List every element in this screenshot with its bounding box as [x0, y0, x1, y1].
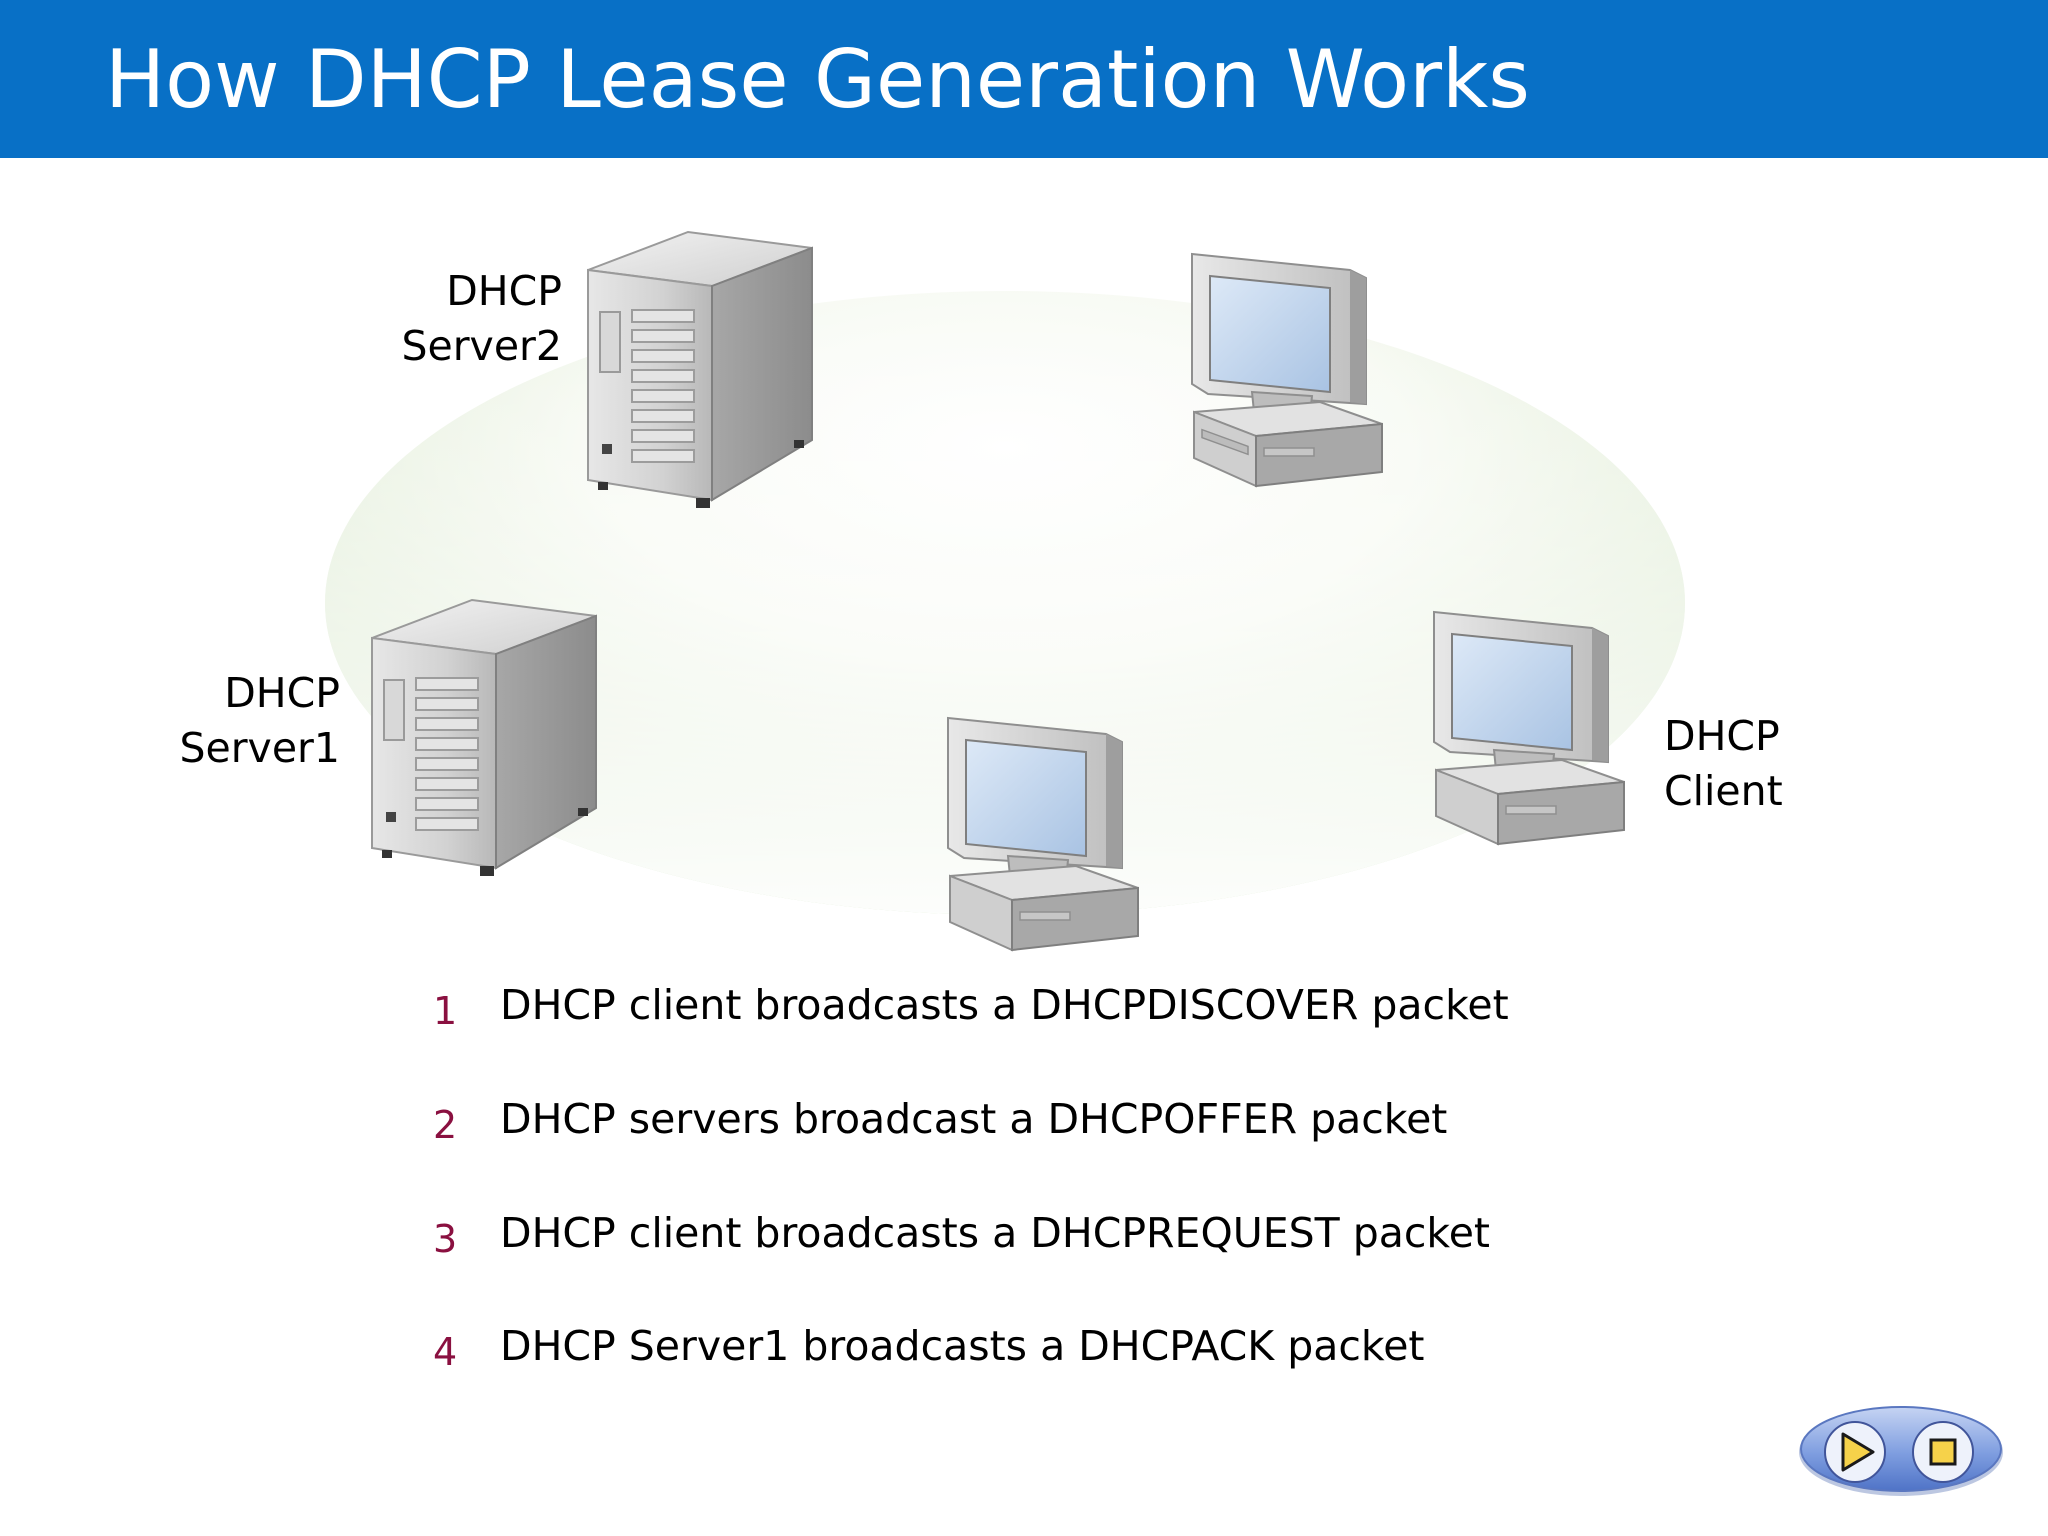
play-icon: [1841, 1432, 1875, 1472]
step-text: DHCP servers broadcast a DHCPOFFER packe…: [500, 1095, 1448, 1143]
computer-bottom-icon: [947, 716, 1139, 952]
title-bar: How DHCP Lease Generation Works: [0, 0, 2048, 158]
client-label: DHCP Client: [1664, 712, 1783, 815]
stop-icon: [1929, 1438, 1957, 1466]
step-text: DHCP client broadcasts a DHCPDISCOVER pa…: [500, 981, 1509, 1029]
step-number: 3: [433, 1217, 458, 1261]
server2-label: DHCP Server2: [401, 267, 562, 370]
animation-controls: [1799, 1406, 2003, 1496]
step-number: 4: [433, 1330, 458, 1374]
step-text: DHCP client broadcasts a DHCPREQUEST pac…: [500, 1209, 1491, 1257]
server1-label: DHCP Server1: [179, 669, 340, 772]
slide-title: How DHCP Lease Generation Works: [105, 33, 1530, 126]
server2-icon: [587, 230, 813, 508]
client-computer-icon: [1433, 610, 1625, 846]
server1-icon: [371, 598, 597, 876]
play-button[interactable]: [1824, 1421, 1886, 1483]
step-number: 2: [433, 1103, 458, 1147]
step-text: DHCP Server1 broadcasts a DHCPACK packet: [500, 1322, 1425, 1370]
step-number: 1: [433, 989, 458, 1033]
stop-button[interactable]: [1912, 1421, 1974, 1483]
computer-top-icon: [1191, 252, 1383, 488]
